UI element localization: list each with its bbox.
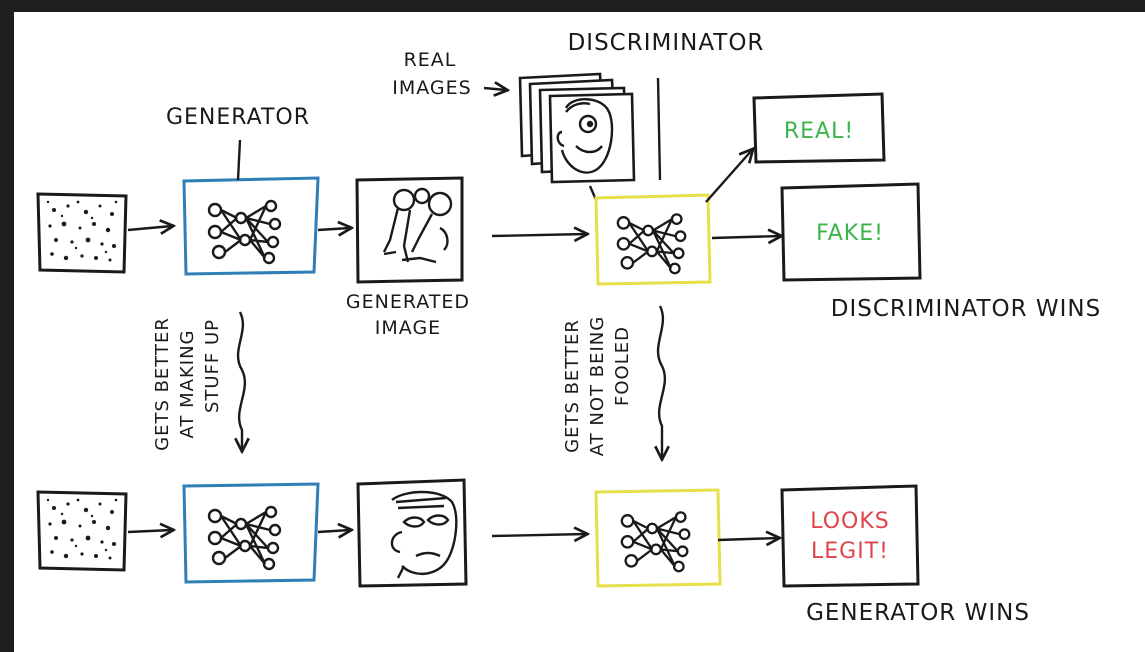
generator-wins-label: GENERATOR WINS (806, 600, 1030, 626)
fake-output-text: FAKE! (816, 221, 884, 246)
generated-image-label-line1: GENERATED (346, 291, 470, 313)
real-output-box: REAL! (752, 92, 886, 164)
discriminator-improve-note: GETS BETTER AT NOT BEING FOOLED (562, 316, 633, 456)
arrow-discriminator-to-legit (717, 538, 778, 540)
generated-image-label-line2: IMAGE (375, 317, 441, 339)
discriminator-label: DISCRIMINATOR (568, 30, 765, 56)
legit-output-line1: LOOKS (810, 509, 890, 534)
arrow-image-to-discriminator-bottom (491, 534, 586, 536)
generated-image-top (355, 176, 464, 284)
generator-bottom (182, 482, 320, 584)
arrow-discriminator-to-fake (711, 236, 780, 238)
discriminator-improve-arrow (658, 305, 665, 458)
generator-label: GENERATOR (166, 105, 310, 130)
generator-top (182, 176, 320, 276)
arrow-image-to-discriminator-top (491, 234, 586, 236)
gen-better-line3: STUFF UP (202, 319, 223, 413)
real-images-label-line1: REAL (404, 49, 457, 71)
legit-output-box: LOOKS LEGIT! (780, 484, 920, 588)
disc-better-line1: GETS BETTER (562, 319, 583, 453)
generator-improve-note: GETS BETTER AT MAKING STUFF UP (152, 317, 223, 451)
arrow-noise-to-generator-top (127, 226, 172, 230)
generated-image-bottom (356, 478, 468, 588)
fake-output-box: FAKE! (780, 182, 922, 282)
generator-label-line (236, 139, 242, 181)
legit-output-line2: LEGIT! (811, 539, 889, 564)
generator-improve-arrow (238, 311, 245, 450)
arrow-generator-to-image-top (317, 228, 350, 230)
disc-better-line2: AT NOT BEING (587, 316, 608, 456)
gen-better-line2: AT MAKING (177, 329, 198, 438)
discriminator-wins-label: DISCRIMINATOR WINS (831, 296, 1101, 322)
arrow-real-images (483, 88, 506, 90)
arrow-discriminator-to-real (705, 150, 752, 203)
real-images-stack (518, 72, 636, 184)
noise-input-top (36, 192, 128, 274)
discriminator-top (594, 193, 712, 286)
real-output-text: REAL! (784, 119, 854, 144)
disc-better-line3: FOOLED (612, 326, 633, 406)
real-images-label-line2: IMAGES (392, 77, 471, 99)
discriminator-label-line (656, 77, 662, 181)
noise-input-bottom (36, 490, 128, 572)
discriminator-bottom (594, 488, 722, 588)
gen-better-line1: GETS BETTER (152, 317, 173, 451)
arrow-noise-to-generator-bottom (127, 530, 172, 532)
arrow-generator-to-image-bottom (317, 530, 350, 532)
